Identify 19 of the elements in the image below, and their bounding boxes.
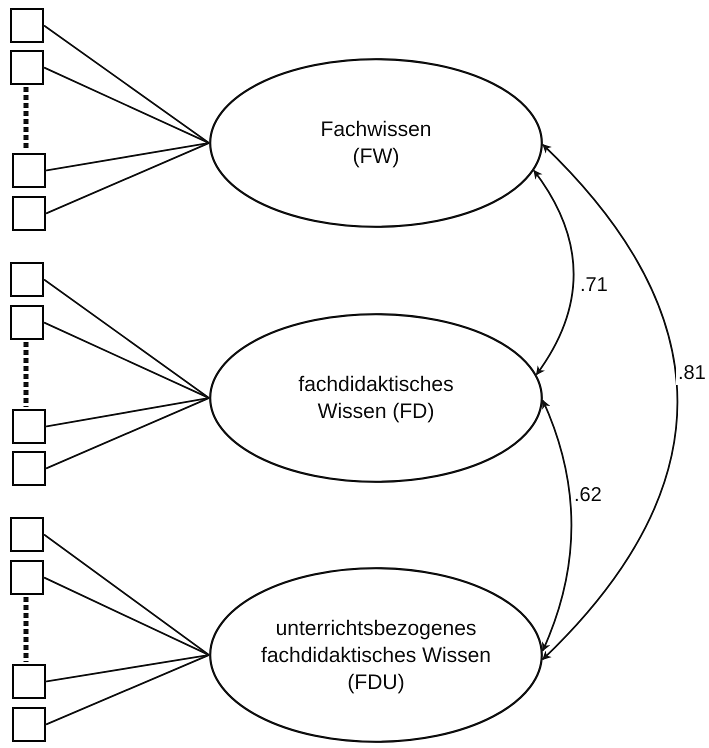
loading-line <box>46 397 210 470</box>
node-label: Fachwissen (FW) <box>320 117 432 170</box>
loading-line <box>46 397 210 428</box>
node-label: fachdidaktisches Wissen (FD) <box>297 372 455 425</box>
correlation-arrow <box>533 170 574 376</box>
loading-line <box>43 24 210 144</box>
edge-label: .81 <box>676 362 708 385</box>
correlation-arrow <box>542 144 678 660</box>
loading-line <box>44 322 210 399</box>
correlation-arrow <box>542 400 572 652</box>
loading-line <box>43 534 210 656</box>
node-label: unterrichtsbezogenes fachdidaktisches Wissen (FDU) <box>261 616 491 696</box>
loading-line <box>44 576 210 656</box>
loading-line <box>44 66 210 144</box>
loading-line <box>43 278 210 399</box>
loading-line <box>46 142 210 214</box>
loading-line <box>46 142 210 172</box>
loading-line <box>46 654 210 682</box>
loading-line <box>46 654 210 726</box>
